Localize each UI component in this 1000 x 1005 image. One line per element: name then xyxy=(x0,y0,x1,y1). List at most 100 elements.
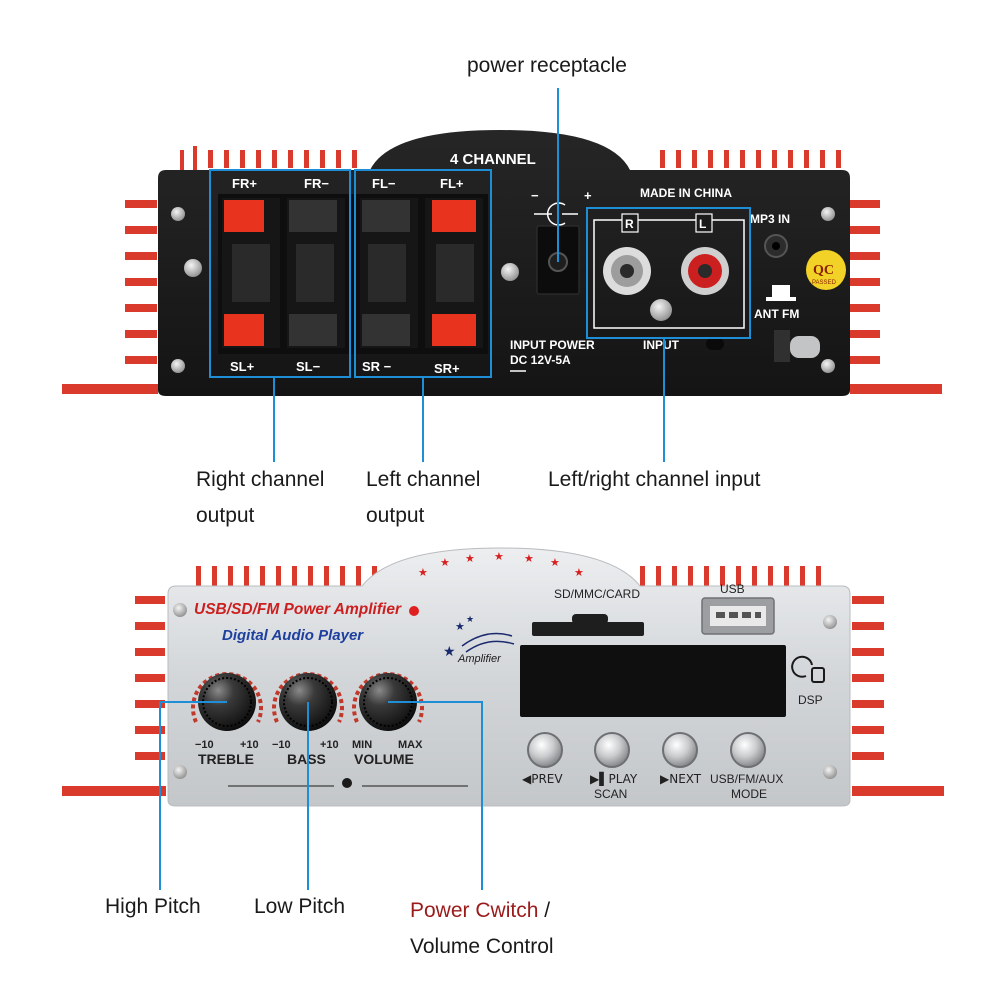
screw-icon xyxy=(501,263,519,281)
play-scan-button[interactable] xyxy=(594,732,630,768)
terminal-label-fr-minus: FR− xyxy=(304,176,329,191)
callout-power-volume: Power Cwitch / Volume Control xyxy=(410,893,554,965)
ant-fm-label: ANT FM xyxy=(754,307,799,321)
terminal-label-sl-plus: SL+ xyxy=(230,359,255,374)
callout-right-output: Right channel output xyxy=(196,462,324,534)
callout-lr-input-text: Left/right channel input xyxy=(548,468,761,491)
screw-icon xyxy=(650,299,672,321)
treble-min-label: −10 xyxy=(195,739,214,751)
rca-input-frame xyxy=(593,219,745,329)
arch-star-icons: ★★★ ★★★ ★ xyxy=(418,550,584,579)
sd-card-slot[interactable] xyxy=(532,622,644,636)
next-button[interactable] xyxy=(662,732,698,768)
input-power-label: INPUT POWER xyxy=(510,338,595,352)
lcd-display xyxy=(520,645,786,717)
callout-line-high-pitch xyxy=(159,701,227,890)
callout-power-switch-text: Power Cwitch xyxy=(410,899,539,922)
brand-line-2: Digital Audio Player xyxy=(222,627,364,644)
qc-passed-badge: QC PASSED xyxy=(806,250,846,290)
terminal-clip-black[interactable] xyxy=(289,314,337,346)
rca-label-r-box xyxy=(621,213,639,233)
svg-text:★: ★ xyxy=(550,556,560,569)
ant-switch-base xyxy=(766,297,796,301)
rear-heatsink-fins-top xyxy=(208,150,841,168)
highlight-lr-input xyxy=(586,207,751,339)
dc-rating-label: DC 12V-5A xyxy=(510,353,571,367)
ant-switch-icon xyxy=(772,285,790,297)
usb-port[interactable] xyxy=(701,597,775,635)
svg-text:★: ★ xyxy=(574,566,584,579)
rear-heatsink-fins-left xyxy=(62,146,197,394)
screw-icon xyxy=(173,603,187,617)
power-led xyxy=(409,606,419,616)
callout-left-output-line1: Left channel xyxy=(366,468,481,491)
rca-jack-red[interactable] xyxy=(681,247,729,295)
next-button-label: ▶NEXT xyxy=(660,772,702,786)
volume-min-label: MIN xyxy=(352,739,372,751)
screw-icon xyxy=(821,207,835,221)
callout-left-output: Left channel output xyxy=(366,462,480,534)
callout-lr-input: Left/right channel input xyxy=(548,462,760,498)
callout-right-output-line2: output xyxy=(196,504,255,527)
screw-icon xyxy=(184,259,202,277)
svg-text:★: ★ xyxy=(494,550,504,563)
callout-high-pitch-text: High Pitch xyxy=(105,895,201,918)
callout-left-output-line2: output xyxy=(366,504,425,527)
logo-star-icon: ★ xyxy=(455,620,465,633)
callout-volume-control-text: Volume Control xyxy=(410,935,554,958)
callout-right-output-line1: Right channel xyxy=(196,468,325,491)
svg-text:★: ★ xyxy=(440,556,450,569)
callout-line-volume xyxy=(388,701,483,890)
terminal-clip-black[interactable] xyxy=(362,200,410,232)
terminal-label-fl-plus: FL+ xyxy=(440,176,464,191)
polarity-symbol-icon xyxy=(534,202,578,226)
mode-button[interactable] xyxy=(730,732,766,768)
terminal-label-fl-minus: FL− xyxy=(372,176,396,191)
screw-icon xyxy=(173,765,187,779)
prev-button[interactable] xyxy=(527,732,563,768)
rear-panel: 4 CHANNEL MADE IN CHINA xyxy=(62,130,942,396)
sd-card-slot-notch xyxy=(572,614,608,624)
highlight-right-output xyxy=(209,169,351,378)
mode-button-label-2: MODE xyxy=(731,787,767,801)
rca-jack-white[interactable] xyxy=(603,247,651,295)
bass-knob-scale xyxy=(272,672,344,723)
screw-icon xyxy=(171,359,185,373)
terminal-column-fl-plus xyxy=(425,198,483,348)
logo-text: Amplifier xyxy=(457,653,502,665)
mode-button-label-1: USB/FM/AUX xyxy=(710,772,783,786)
callout-power-switch-sep: / xyxy=(538,899,551,922)
volume-max-label: MAX xyxy=(398,739,423,751)
rear-heatsink-fins-right xyxy=(850,200,942,394)
screw-icon xyxy=(821,359,835,373)
antenna-connector[interactable] xyxy=(774,330,820,362)
front-panel: ★★★ ★★★ ★ USB/SD/FM Power Amplifier Digi… xyxy=(62,547,944,807)
svg-text:★: ★ xyxy=(524,552,534,565)
terminal-clip-red[interactable] xyxy=(432,200,476,232)
terminal-label-sr-plus: SR+ xyxy=(434,361,460,376)
terminal-column-fr-plus xyxy=(222,198,280,348)
brand-line-1: USB/SD/FM Power Amplifier xyxy=(194,601,402,618)
rca-label-l: L xyxy=(699,217,706,231)
terminal-column-fr-minus xyxy=(287,198,345,348)
rear-slot xyxy=(706,338,724,350)
mp3-in-jack[interactable] xyxy=(764,234,788,258)
callout-low-pitch: Low Pitch xyxy=(254,889,345,925)
terminal-clip-red[interactable] xyxy=(224,314,264,346)
svg-text:★: ★ xyxy=(465,552,475,565)
terminal-clip-black[interactable] xyxy=(289,200,337,232)
qc-badge-text: QC xyxy=(813,263,834,278)
terminal-label-sl-minus: SL− xyxy=(296,359,321,374)
terminal-clip-black[interactable] xyxy=(362,314,410,346)
callout-lines xyxy=(159,88,751,890)
callout-high-pitch: High Pitch xyxy=(105,889,201,925)
treble-max-label: +10 xyxy=(240,739,259,751)
dsp-label: DSP xyxy=(798,693,823,707)
logo-star-icon: ★ xyxy=(466,615,474,625)
logo-star-icon: ★ xyxy=(443,644,456,660)
terminal-clip-red[interactable] xyxy=(432,314,476,346)
prev-button-label: ◀PREV xyxy=(522,772,563,786)
terminal-clip-red[interactable] xyxy=(224,200,264,232)
bass-max-label: +10 xyxy=(320,739,339,751)
